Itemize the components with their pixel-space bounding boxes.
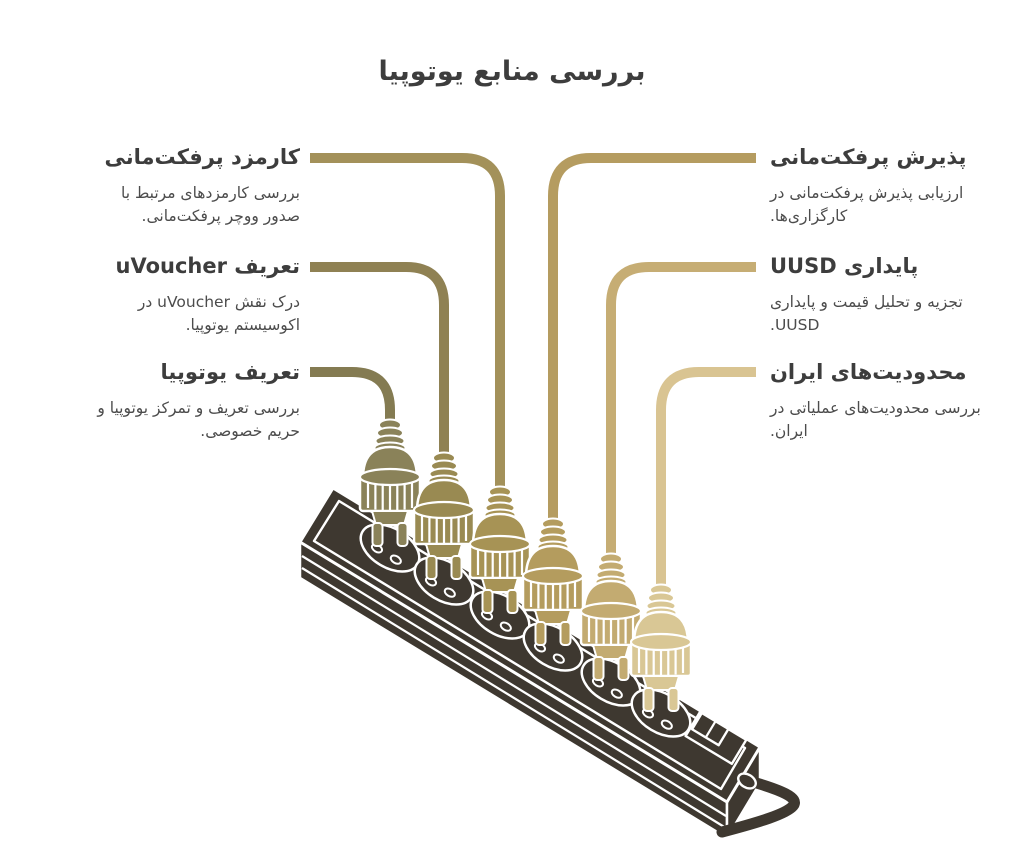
item-description: بررسی تعریف و تمرکز یوتوپیا و حریم خصوصی… [97,399,300,440]
item-description: تجزیه و تحلیل قیمت و پایداری UUSD‎. [770,293,963,334]
item-heading: تعریف uVoucher [115,254,300,278]
power-cord [716,774,800,838]
connector-line-acceptance [548,153,756,521]
connector-line-uusd [606,262,756,556]
connector-line-utopia [310,367,395,422]
item-heading: محدودیت‌های ایران [770,360,967,384]
power-switch-icon [684,710,748,766]
connector-line-uvoucher [310,262,449,455]
item-description: ارزیابی پذیرش پرفکت‌مانی در کارگزاری‌ها. [770,184,964,225]
page-title: بررسی منابع یوتوپیا [378,56,646,87]
label-perfectmoney-fee: کارمزد پرفکت‌مانی بررسی کارمزدهای مرتبط … [86,144,300,228]
connector-line-iran [656,367,756,587]
label-perfectmoney-acceptance: پذیرش پرفکت‌مانی ارزیابی پذیرش پرفکت‌مان… [770,144,990,228]
label-iran-restrictions: محدودیت‌های ایران بررسی محدودیت‌های عملی… [770,359,990,443]
item-description: درک نقش uVoucher در اکوسیستم یوتوپیا. [137,293,300,334]
item-heading: پذیرش پرفکت‌مانی [770,145,967,169]
item-description: بررسی کارمزدهای مرتبط با صدور ووچر پرفکت… [120,184,300,225]
label-utopia-definition: تعریف یوتوپیا بررسی تعریف و تمرکز یوتوپی… [86,359,300,443]
connector-line-fee [310,153,505,489]
item-description: بررسی محدودیت‌های عملیاتی در ایران. [770,399,981,440]
item-heading: تعریف یوتوپیا [160,360,300,384]
label-uusd-stability: پایداری UUSD تجزیه و تحلیل قیمت و پایدار… [770,253,990,337]
label-uvoucher-definition: تعریف uVoucher درک نقش uVoucher در اکوسی… [86,253,300,337]
item-heading: کارمزد پرفکت‌مانی [104,145,300,169]
item-heading: پایداری UUSD [770,254,919,278]
